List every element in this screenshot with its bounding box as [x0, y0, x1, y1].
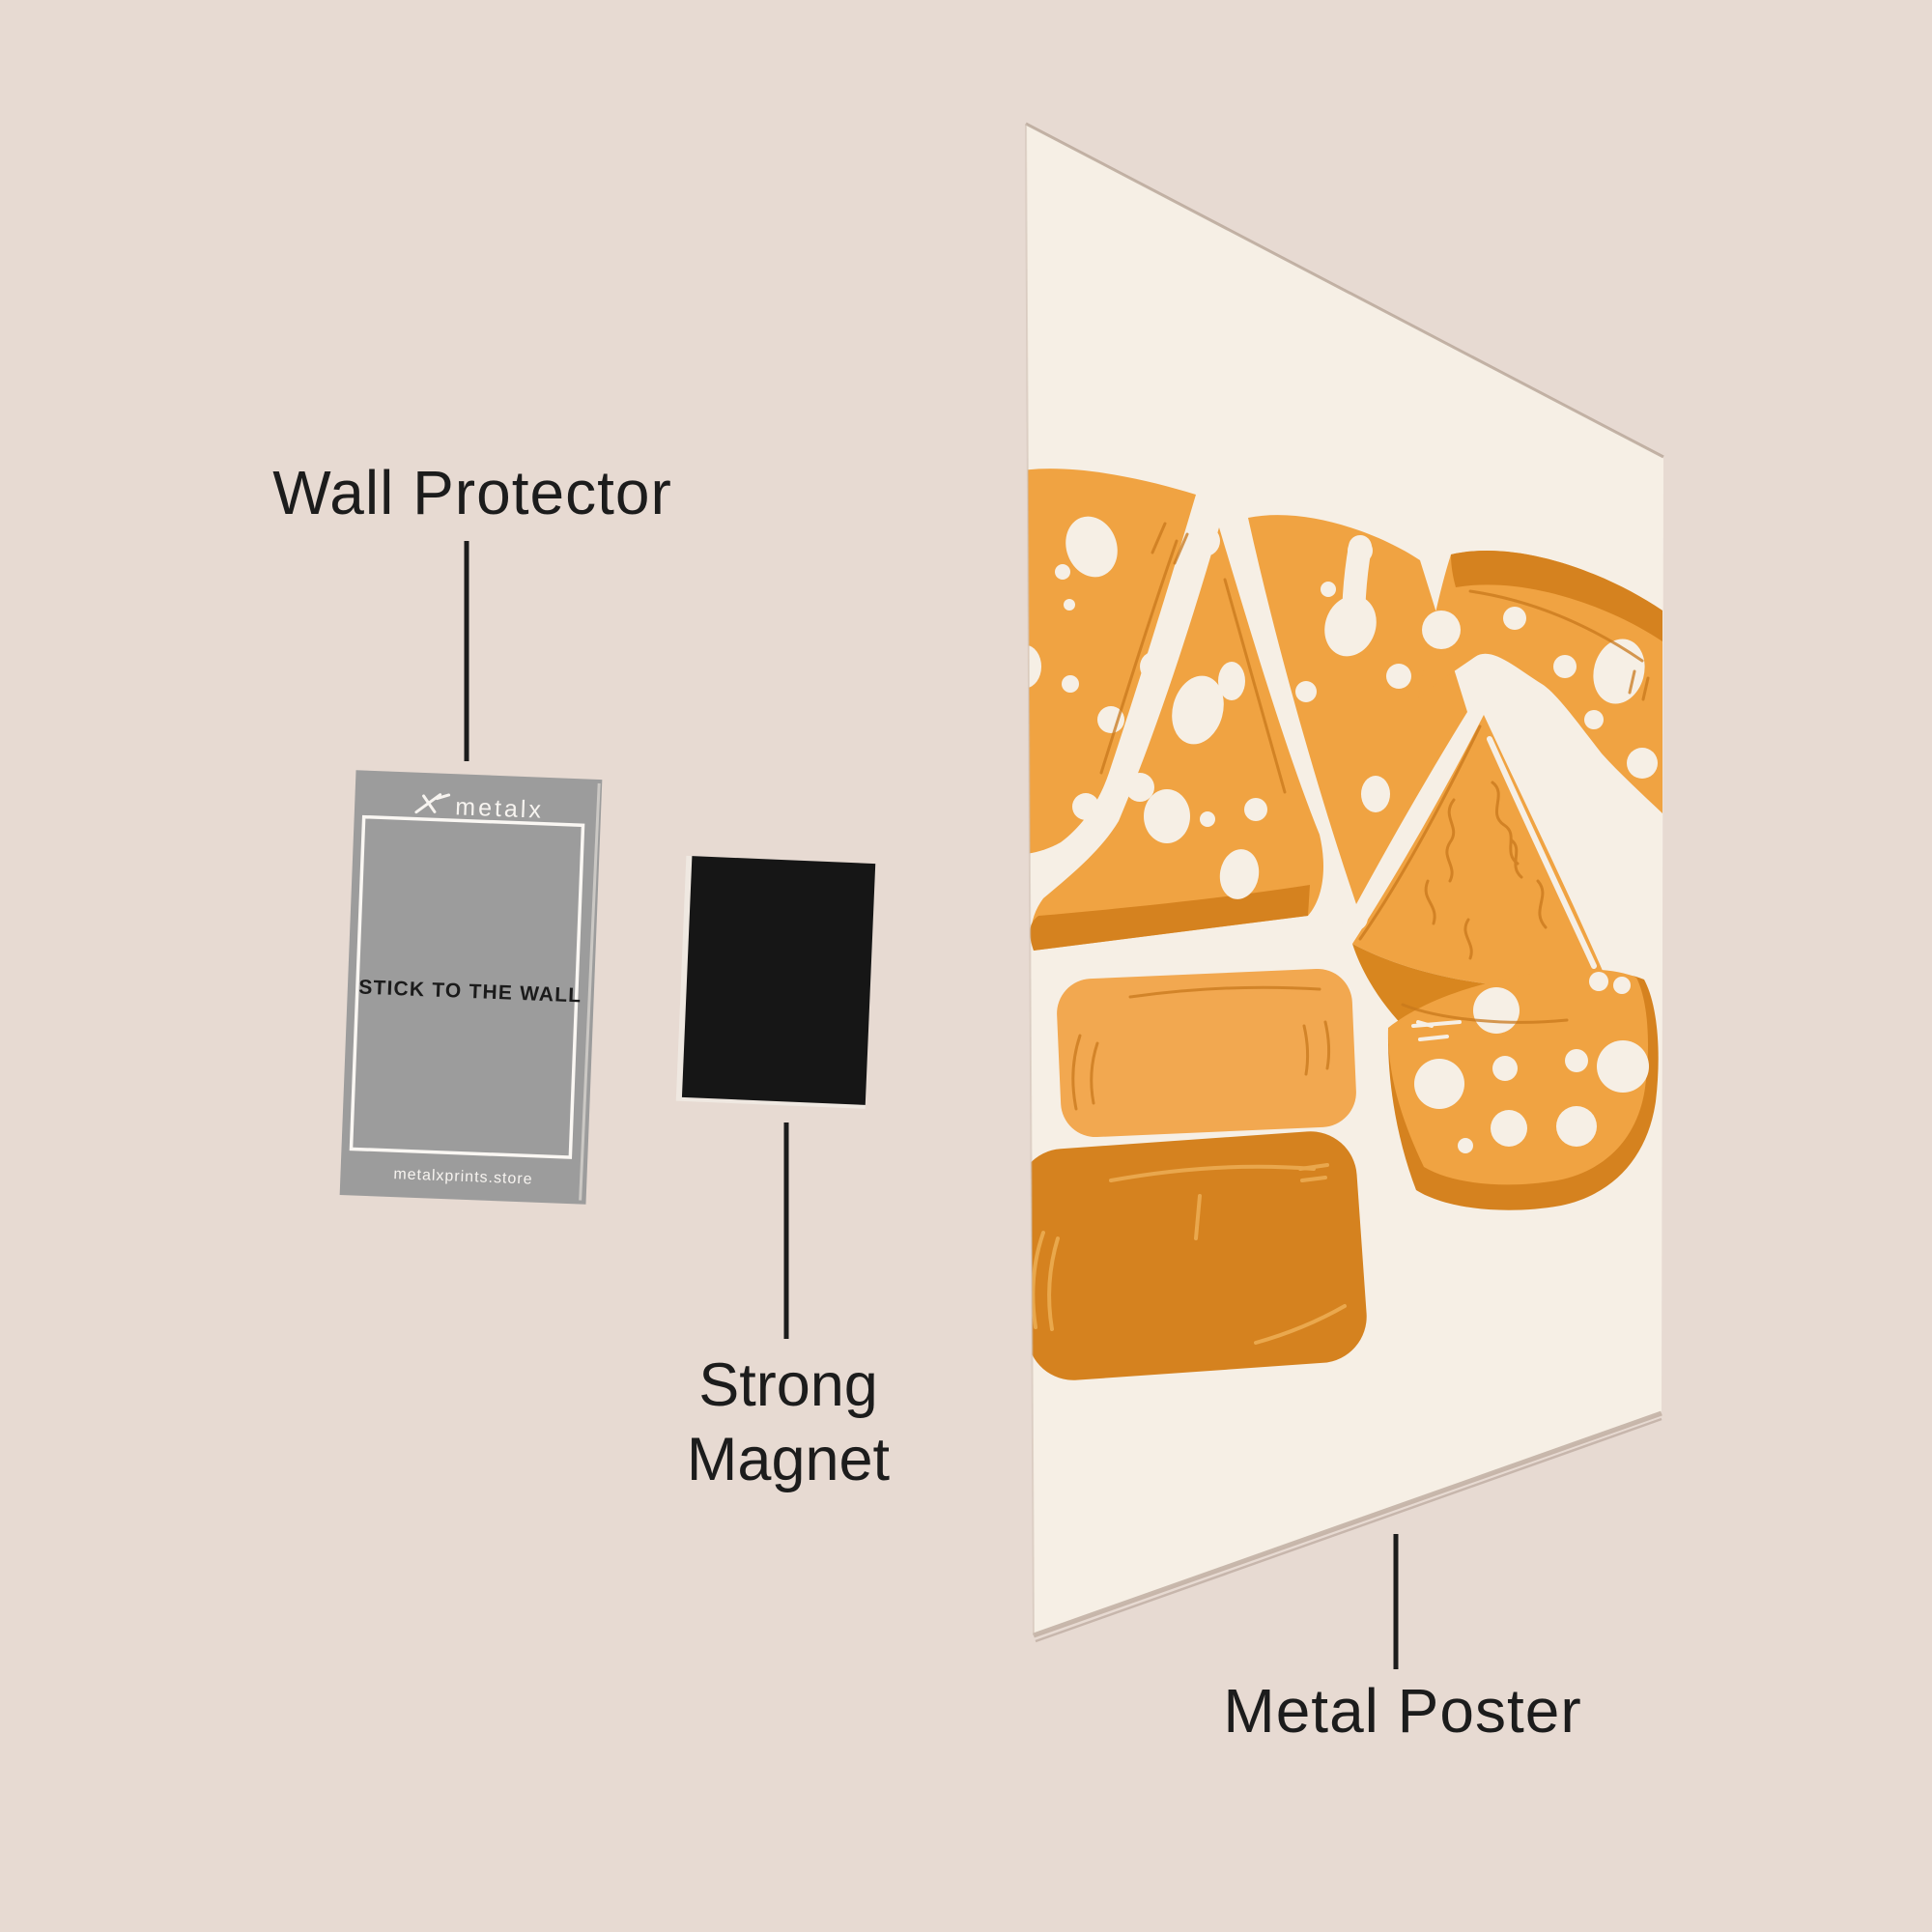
wall-protector-card: metalx STICK TO THE WALL metalxprints.st…: [339, 770, 603, 1205]
dark-block-scratches: [1031, 1163, 1347, 1345]
cheese-pyramid-top: [1352, 715, 1606, 987]
label-metal-poster: Metal Poster: [1223, 1676, 1582, 1746]
poster-edges: [1025, 122, 1664, 1643]
card-edge-highlight: [579, 782, 601, 1201]
leader-lines: [464, 541, 1399, 1669]
metalx-logo-icon: [414, 793, 451, 814]
card-inner-border: [349, 814, 585, 1159]
cheese-block-light: [1057, 968, 1356, 1138]
cheese-detail-lines: [1071, 522, 1650, 1111]
top-right-slice-rind: [1451, 550, 1662, 641]
metal-poster: [1025, 122, 1664, 1643]
label-strong-magnet: Strong Magnet: [686, 1351, 891, 1493]
card-website-text: metalxprints.store: [393, 1166, 533, 1188]
card-sheet: [339, 770, 603, 1205]
label-wall-protector: Wall Protector: [272, 458, 672, 527]
cheese-wedge-middle: [1248, 515, 1467, 904]
cheese-slice-top-right: [1418, 550, 1662, 813]
cheese-block-dark: [1026, 1131, 1367, 1380]
cheese-artwork: [1026, 469, 1662, 1380]
cheese-wedge-big: [1031, 527, 1323, 951]
strong-magnet: [675, 855, 876, 1109]
big-wedge-rind: [1030, 885, 1310, 951]
cheese-drip-strokes: [1108, 535, 1597, 1041]
magnet-block: [681, 856, 876, 1105]
card-brand-text: metalx: [455, 793, 545, 823]
